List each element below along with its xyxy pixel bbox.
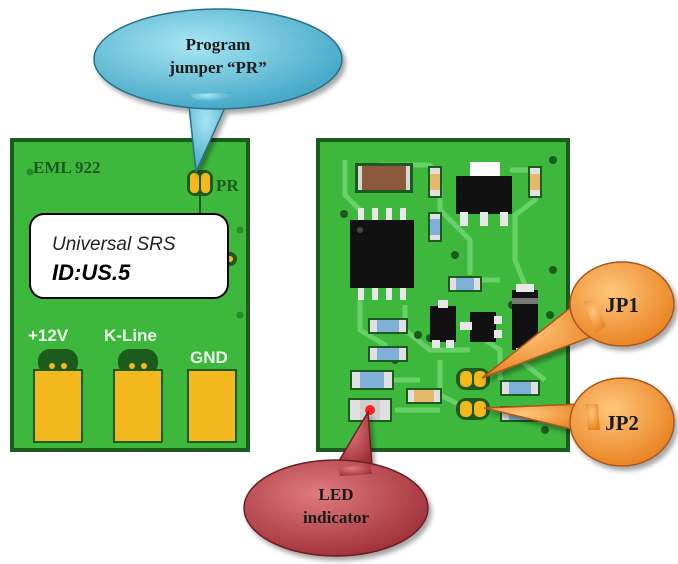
transistor (430, 300, 456, 348)
callout-jp1 (481, 261, 675, 379)
diode (512, 284, 538, 356)
connector-pad-12v (33, 349, 83, 443)
callout-jp2-label: JP2 (605, 411, 639, 435)
voltage-regulator (456, 162, 512, 226)
right-board (316, 138, 570, 452)
pin-label-kline: K-Line (104, 326, 157, 345)
smd-component (406, 388, 442, 404)
smd-component (528, 166, 542, 198)
board-model-label: EML 922 (33, 158, 101, 177)
callout-led-line2: indicator (303, 508, 370, 527)
pin-label-gnd: GND (190, 348, 228, 367)
callout-led-line1: LED (319, 485, 354, 504)
transistor (460, 312, 502, 342)
connector-pad-gnd (187, 369, 237, 443)
callout-jp2 (483, 377, 675, 467)
callout-program-line2: jumper “PR” (168, 58, 266, 77)
id-card-line1: Universal SRS (52, 234, 176, 255)
left-board: EML 922 PR Universal SRS ID:US.5 +12V K-… (10, 138, 250, 452)
callout-jp1-label: JP1 (605, 293, 639, 317)
pin-label-12v: +12V (28, 326, 69, 345)
smd-component (368, 346, 408, 362)
smd-component (448, 276, 482, 292)
id-card (29, 213, 229, 299)
pr-jumper-label: PR (216, 176, 239, 195)
jp2-jumper (456, 398, 490, 420)
callout-program-line1: Program (186, 35, 251, 54)
callout-program-jumper (93, 8, 343, 175)
smd-component (428, 166, 442, 198)
via (236, 311, 244, 319)
smd-component (368, 318, 408, 334)
smd-component (350, 370, 394, 390)
connector-pad-kline (113, 349, 163, 443)
resistor-network (355, 163, 413, 193)
smd-component (428, 212, 442, 242)
id-card-line2: ID:US.5 (52, 260, 131, 285)
jp1-jumper (456, 368, 490, 390)
smd-component (500, 380, 540, 396)
via (236, 226, 244, 234)
ic-chip (350, 208, 414, 300)
callout-led (243, 409, 429, 557)
via (26, 168, 34, 176)
pr-jumper (187, 170, 213, 215)
led-component (348, 398, 392, 422)
